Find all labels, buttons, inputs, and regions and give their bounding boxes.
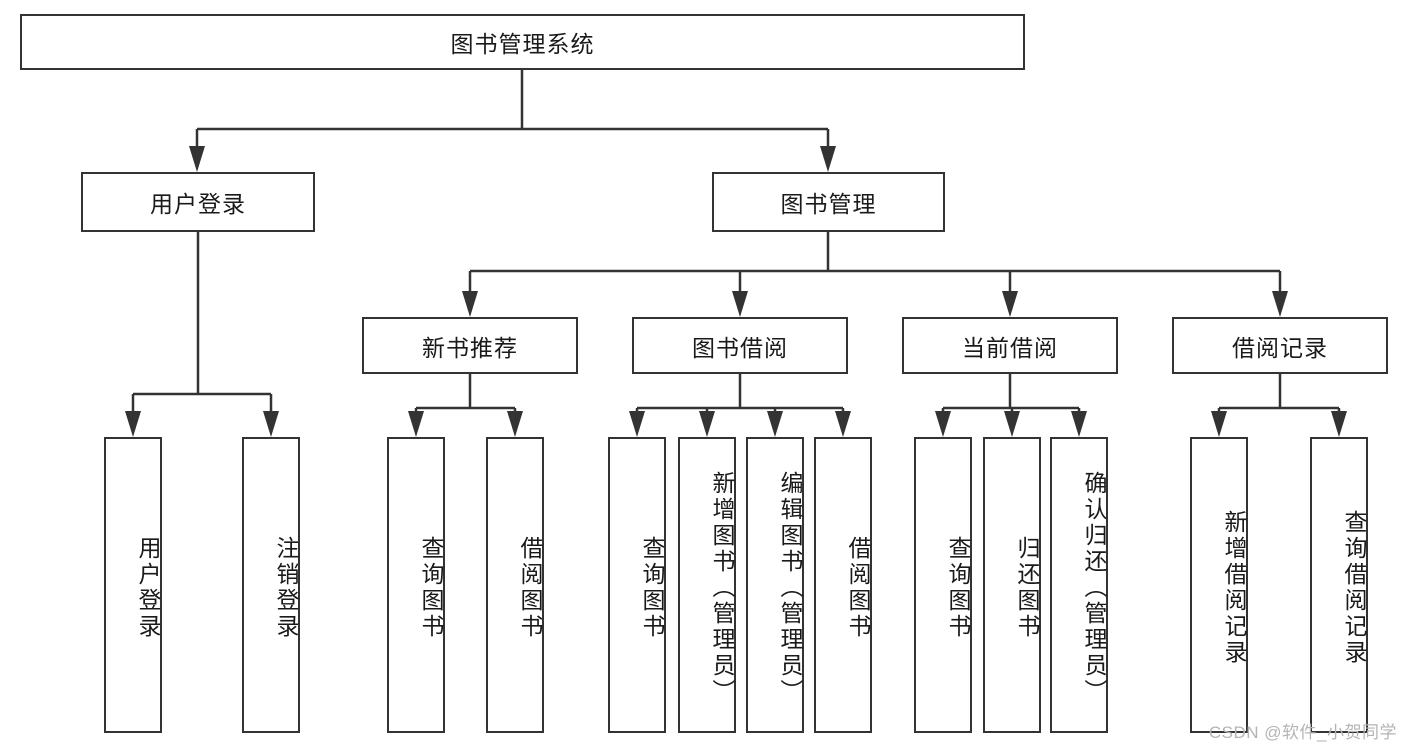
arrow-head-icon: [835, 411, 851, 437]
node-leaf-add-record[interactable]: 新增借阅记录: [1190, 437, 1248, 733]
arrow-head-icon: [408, 411, 424, 437]
node-leaf-logout[interactable]: 注销登录: [242, 437, 300, 733]
node-label: 当前借阅: [962, 334, 1058, 361]
node-label: 查询图书: [418, 536, 444, 640]
arrow-head-icon: [1004, 411, 1020, 437]
node-label: 借阅记录: [1232, 334, 1328, 361]
arrow-head-icon: [1272, 291, 1288, 317]
arrow-head-icon: [820, 146, 836, 172]
arrow-head-icon: [767, 411, 783, 437]
arrow-head-icon: [462, 291, 478, 317]
node-leaf-return-book[interactable]: 归还图书: [983, 437, 1041, 733]
node-leaf-query-book-2[interactable]: 查询图书: [608, 437, 666, 733]
arrow-head-icon: [1002, 291, 1018, 317]
node-borrow-record[interactable]: 借阅记录: [1172, 317, 1388, 374]
node-label: 用户登录: [135, 536, 161, 640]
node-label: 新增借阅记录: [1221, 510, 1247, 666]
node-label: 用户登录: [150, 191, 246, 217]
arrow-head-icon: [1071, 411, 1087, 437]
node-leaf-query-book-3[interactable]: 查询图书: [914, 437, 972, 733]
node-user-login[interactable]: 用户登录: [81, 172, 315, 232]
node-label: 查询图书: [945, 536, 971, 640]
arrow-head-icon: [732, 291, 748, 317]
arrow-head-icon: [125, 411, 141, 437]
node-label: 借阅图书: [517, 536, 543, 640]
node-book-borrow[interactable]: 图书借阅: [632, 317, 848, 374]
node-leaf-borrow-book-1[interactable]: 借阅图书: [486, 437, 544, 733]
node-label: 归还图书: [1014, 536, 1040, 640]
node-label: 确认归还（管理员）: [1081, 471, 1107, 705]
arrow-head-icon: [507, 411, 523, 437]
node-label: 查询图书: [639, 536, 665, 640]
node-leaf-user-login[interactable]: 用户登录: [104, 437, 162, 733]
arrow-head-icon: [699, 411, 715, 437]
node-label: 借阅图书: [845, 536, 871, 640]
arrow-head-icon: [189, 146, 205, 172]
node-label: 图书管理系统: [450, 31, 595, 57]
arrow-head-icon: [935, 411, 951, 437]
node-book-manage[interactable]: 图书管理: [712, 172, 945, 232]
node-label: 查询借阅记录: [1341, 510, 1367, 666]
arrow-head-icon: [1331, 411, 1347, 437]
node-leaf-query-book-1[interactable]: 查询图书: [387, 437, 445, 733]
node-leaf-add-book[interactable]: 新增图书（管理员）: [678, 437, 736, 733]
node-leaf-confirm-return[interactable]: 确认归还（管理员）: [1050, 437, 1108, 733]
node-leaf-query-record[interactable]: 查询借阅记录: [1310, 437, 1368, 733]
node-label: 新书推荐: [422, 334, 518, 361]
node-label: 注销登录: [273, 536, 299, 640]
arrow-head-icon: [263, 411, 279, 437]
node-current-borrow[interactable]: 当前借阅: [902, 317, 1118, 374]
node-root[interactable]: 图书管理系统: [20, 14, 1025, 70]
node-label: 图书管理: [780, 191, 877, 217]
node-leaf-borrow-book-2[interactable]: 借阅图书: [814, 437, 872, 733]
arrow-head-icon: [1211, 411, 1227, 437]
node-new-book-recommend[interactable]: 新书推荐: [362, 317, 578, 374]
node-label: 图书借阅: [692, 334, 788, 361]
node-leaf-edit-book[interactable]: 编辑图书（管理员）: [746, 437, 804, 733]
node-label: 新增图书（管理员）: [709, 471, 735, 705]
node-label: 编辑图书（管理员）: [777, 471, 803, 705]
arrow-head-icon: [629, 411, 645, 437]
